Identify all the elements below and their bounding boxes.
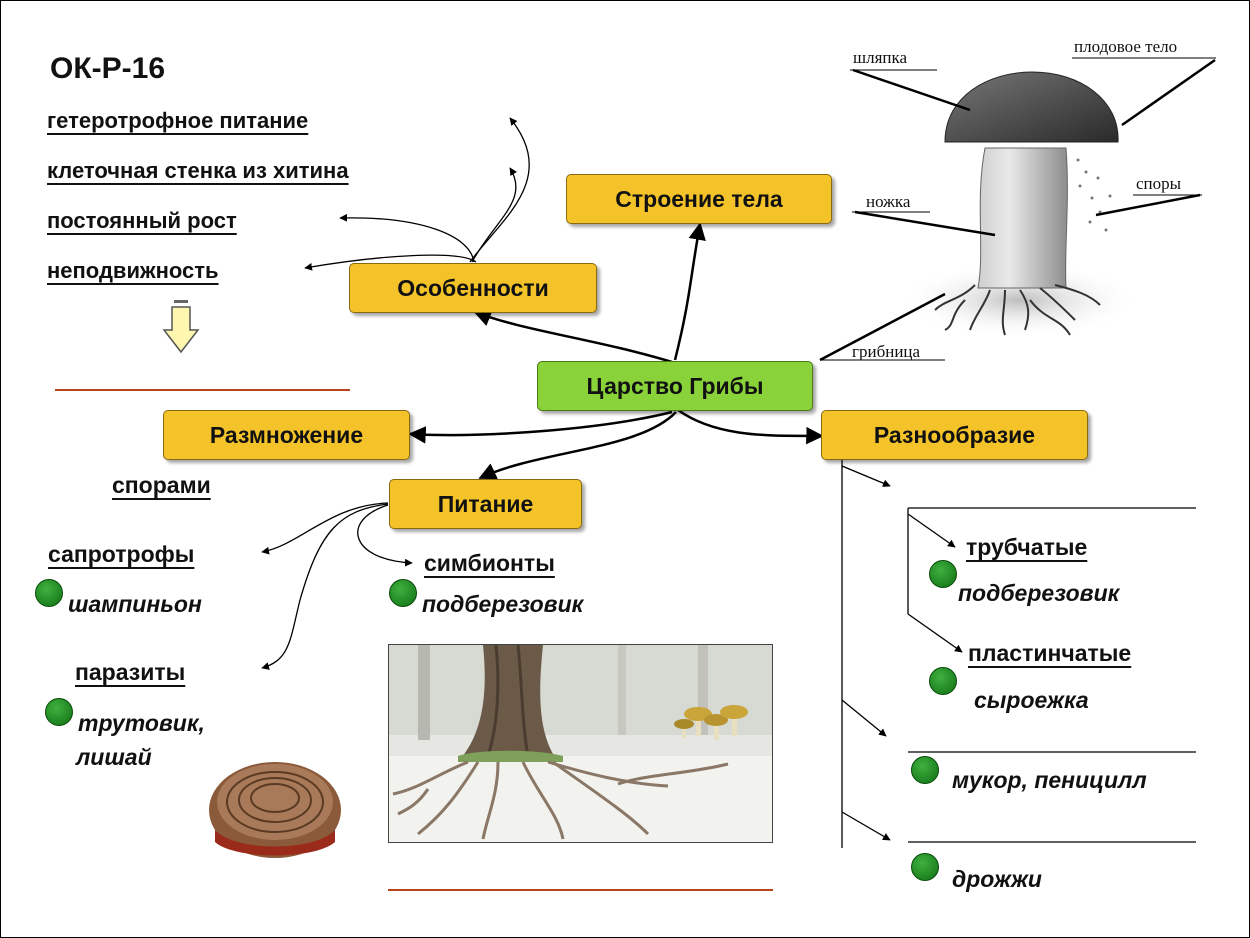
- parasites-label: паразиты: [75, 659, 186, 685]
- reproduction-method: спорами: [112, 472, 211, 498]
- parasites-example: трутовик,: [78, 710, 205, 736]
- bullet-icon: [911, 853, 939, 881]
- node-reproduction: Размножение: [163, 410, 410, 460]
- feature-item: постоянный рост: [47, 208, 237, 233]
- node-diversity: Разнообразие: [821, 410, 1088, 460]
- cap-label: шляпка: [853, 48, 908, 67]
- tubular-label: трубчатые: [966, 534, 1088, 560]
- symbionts-example: подберезовик: [422, 591, 584, 617]
- down-arrow-icon: [162, 300, 200, 354]
- node-structure: Строение тела: [566, 174, 832, 224]
- feature-item: неподвижность: [47, 258, 219, 283]
- symbionts-label: симбионты: [424, 550, 555, 576]
- node-nutrition: Питание: [389, 479, 582, 529]
- feature-item: клеточная стенка из хитина: [47, 158, 349, 183]
- saprotrophs-label: сапротрофы: [48, 541, 195, 567]
- page-title: ОК-Р-16: [50, 52, 166, 85]
- mycorrhiza-illustration: [388, 644, 773, 843]
- molds-example: мукор, пеницилл: [952, 767, 1147, 793]
- bracket-fungus-illustration: [209, 762, 341, 858]
- saprotrophs-example: шампиньон: [68, 591, 202, 617]
- tubular-example: подберезовик: [958, 580, 1120, 606]
- feature-item: гетеротрофное питание: [47, 108, 309, 133]
- node-features: Особенности: [349, 263, 597, 313]
- bullet-icon: [35, 579, 63, 607]
- lamellar-label: пластинчатые: [968, 640, 1132, 666]
- bullet-icon: [389, 579, 417, 607]
- spores-label: споры: [1136, 174, 1182, 193]
- fruit-body-label: плодовое тело: [1074, 37, 1178, 56]
- mycelium-label: грибница: [852, 342, 921, 361]
- parasites-example: лишай: [76, 744, 152, 770]
- bullet-icon: [929, 560, 957, 588]
- node-center: Царство Грибы: [537, 361, 813, 411]
- yeast-example: дрожжи: [952, 866, 1042, 892]
- bullet-icon: [929, 667, 957, 695]
- bullet-icon: [45, 698, 73, 726]
- lamellar-example: сыроежка: [974, 687, 1089, 713]
- bullet-icon: [911, 756, 939, 784]
- stem-label: ножка: [866, 192, 911, 211]
